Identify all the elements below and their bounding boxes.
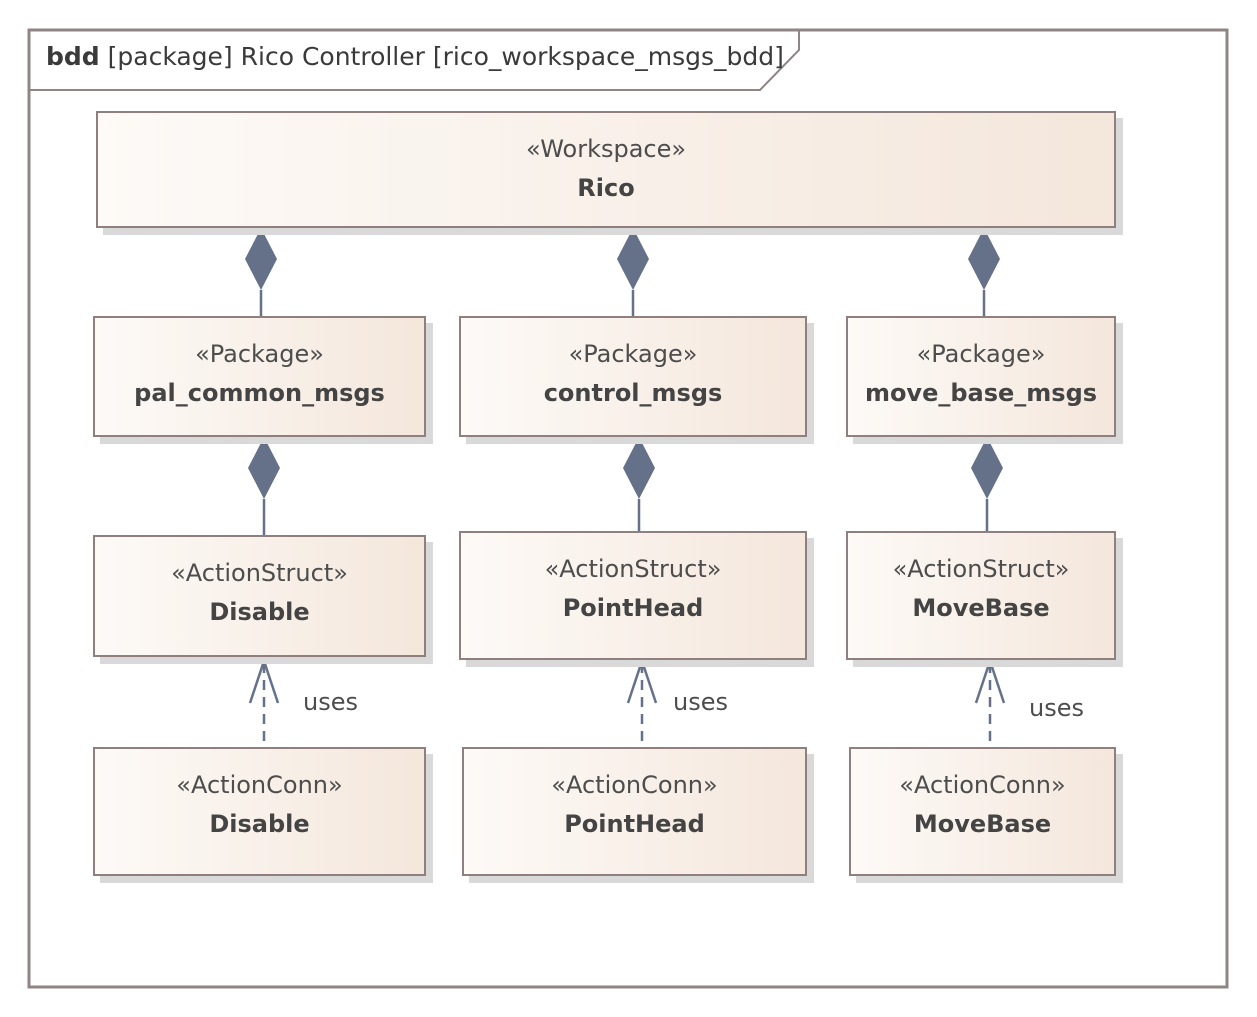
block-stereotype: «ActionStruct»	[544, 555, 722, 583]
composition-movebase-movebase	[971, 437, 1003, 531]
block-disable-actionstruct[interactable]: «ActionStruct» Disable	[93, 535, 426, 657]
block-control-msgs[interactable]: «Package» control_msgs	[459, 316, 807, 437]
block-stereotype: «ActionStruct»	[892, 555, 1070, 583]
dependency-disable	[248, 657, 280, 746]
block-movebase-actionconn[interactable]: «ActionConn» MoveBase	[849, 747, 1116, 876]
block-stereotype: «Package»	[916, 340, 1046, 368]
block-move-base-msgs[interactable]: «Package» move_base_msgs	[846, 316, 1116, 437]
composition-diamond	[245, 228, 277, 290]
block-stereotype: «Package»	[195, 340, 324, 368]
dependency-movebase	[974, 657, 1006, 746]
composition-diamond	[971, 437, 1003, 499]
composition-pal-disable	[248, 437, 280, 535]
frame-title: [package] Rico Controller [rico_workspac…	[107, 42, 784, 71]
open-arrowhead	[248, 657, 280, 704]
diagram-frame	[27, 28, 1229, 989]
block-disable-actionconn[interactable]: «ActionConn» Disable	[93, 747, 426, 876]
composition-control-pointhead	[623, 437, 655, 531]
frame-header-pentagon	[30, 31, 800, 91]
composition-diamond	[617, 228, 649, 290]
block-name: Disable	[209, 598, 310, 626]
composition-rico-control	[617, 228, 649, 316]
block-name: MoveBase	[912, 594, 1050, 622]
dependency-label-pointhead: uses	[673, 688, 728, 716]
block-name: control_msgs	[543, 379, 723, 407]
dependency-pointhead	[626, 657, 658, 746]
dependency-label-movebase: uses	[1029, 694, 1084, 722]
composition-rico-movebase	[968, 228, 1000, 316]
composition-diamond	[968, 228, 1000, 290]
block-pointhead-actionstruct[interactable]: «ActionStruct» PointHead	[459, 531, 807, 660]
frame-kind: bdd	[46, 42, 100, 71]
open-arrowhead	[626, 657, 658, 704]
composition-diamond	[623, 437, 655, 499]
block-name: Rico	[577, 174, 635, 202]
block-pal-common-msgs[interactable]: «Package» pal_common_msgs	[93, 316, 426, 437]
open-arrowhead	[974, 657, 1006, 704]
frame-header: bdd [package] Rico Controller [rico_work…	[46, 42, 784, 71]
block-name: MoveBase	[913, 810, 1052, 838]
block-stereotype: «ActionStruct»	[171, 559, 348, 587]
block-name: move_base_msgs	[864, 379, 1098, 407]
block-name: PointHead	[564, 810, 705, 838]
block-stereotype: «Package»	[568, 340, 698, 368]
composition-rico-pal	[245, 228, 277, 316]
block-stereotype: «ActionConn»	[899, 771, 1066, 799]
dependency-label-disable: uses	[303, 688, 358, 716]
composition-diamond	[248, 437, 280, 499]
block-name: PointHead	[562, 594, 704, 622]
block-stereotype: «ActionConn»	[551, 771, 718, 799]
block-movebase-actionstruct[interactable]: «ActionStruct» MoveBase	[846, 531, 1116, 660]
block-stereotype: «ActionConn»	[176, 771, 343, 799]
block-pointhead-actionconn[interactable]: «ActionConn» PointHead	[462, 747, 807, 876]
block-rico-workspace[interactable]: «Workspace» Rico	[96, 111, 1116, 228]
block-stereotype: «Workspace»	[525, 135, 687, 163]
block-name: pal_common_msgs	[134, 379, 385, 407]
block-name: Disable	[209, 810, 310, 838]
